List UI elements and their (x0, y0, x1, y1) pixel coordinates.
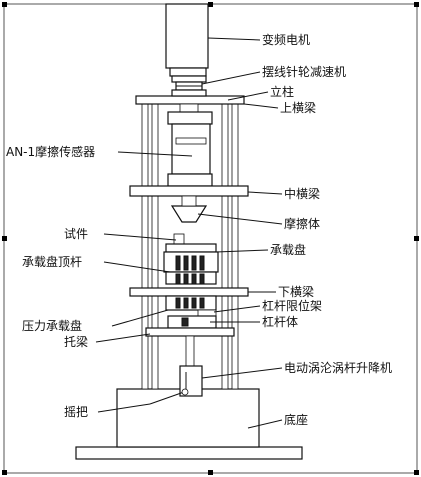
top-rod-part (165, 271, 217, 285)
handle-part (149, 388, 189, 405)
label-handle: 摇把 (64, 405, 88, 419)
label-upper-beam: 上横梁 (280, 100, 316, 115)
label-specimen: 试件 (64, 226, 88, 241)
motor-part (165, 3, 209, 77)
label-lever-body: 杠杆体 (262, 314, 298, 329)
resize-handle-bl[interactable] (2, 470, 7, 475)
lever-limit-frame-part (197, 309, 217, 317)
label-lower-beam: 下横梁 (278, 284, 314, 299)
resize-handle-ml[interactable] (2, 236, 7, 241)
specimen-part (165, 233, 217, 253)
resize-handle-tl[interactable] (2, 2, 7, 7)
resize-handle-mr[interactable] (414, 236, 419, 241)
support-beam-part (145, 327, 235, 337)
upper-beam-part (135, 89, 245, 113)
base-part (75, 388, 303, 460)
sensor-part (167, 111, 213, 187)
label-friction-body: 摩擦体 (284, 216, 320, 231)
pressure-plate-part (165, 295, 217, 311)
label-support-beam: 托梁 (64, 334, 88, 349)
label-column: 立柱 (270, 84, 294, 99)
label-sensor: AN-1摩擦传感器 (6, 144, 95, 159)
label-motor: 变频电机 (262, 32, 310, 47)
resize-handle-tr[interactable] (414, 2, 419, 7)
middle-beam-part (129, 185, 249, 197)
friction-body-part (170, 195, 208, 223)
label-worm-lift: 电动涡沦涡杆升降机 (284, 360, 392, 375)
label-middle-beam: 中横梁 (284, 186, 320, 201)
label-lever-limit-frame: 杠杆限位架 (262, 298, 322, 313)
label-reducer: 摆线针轮减速机 (262, 64, 346, 79)
lever-body-part (167, 315, 217, 329)
worm-lift-part (179, 335, 203, 397)
lower-beam-part (129, 287, 249, 297)
label-pressure-plate: 压力承载盘 (22, 318, 82, 333)
bearing-plate-part (163, 251, 219, 273)
columns-part (141, 102, 239, 390)
label-top-rod: 承载盘顶杆 (22, 254, 82, 269)
leader-lines (95, 37, 283, 429)
label-base: 底座 (284, 412, 308, 427)
resize-handle-br[interactable] (414, 470, 419, 475)
resize-handle-tc[interactable] (208, 2, 213, 7)
label-bearing-plate: 承载盘 (270, 242, 306, 257)
reducer-part (171, 75, 207, 91)
resize-handle-bc[interactable] (208, 470, 213, 475)
